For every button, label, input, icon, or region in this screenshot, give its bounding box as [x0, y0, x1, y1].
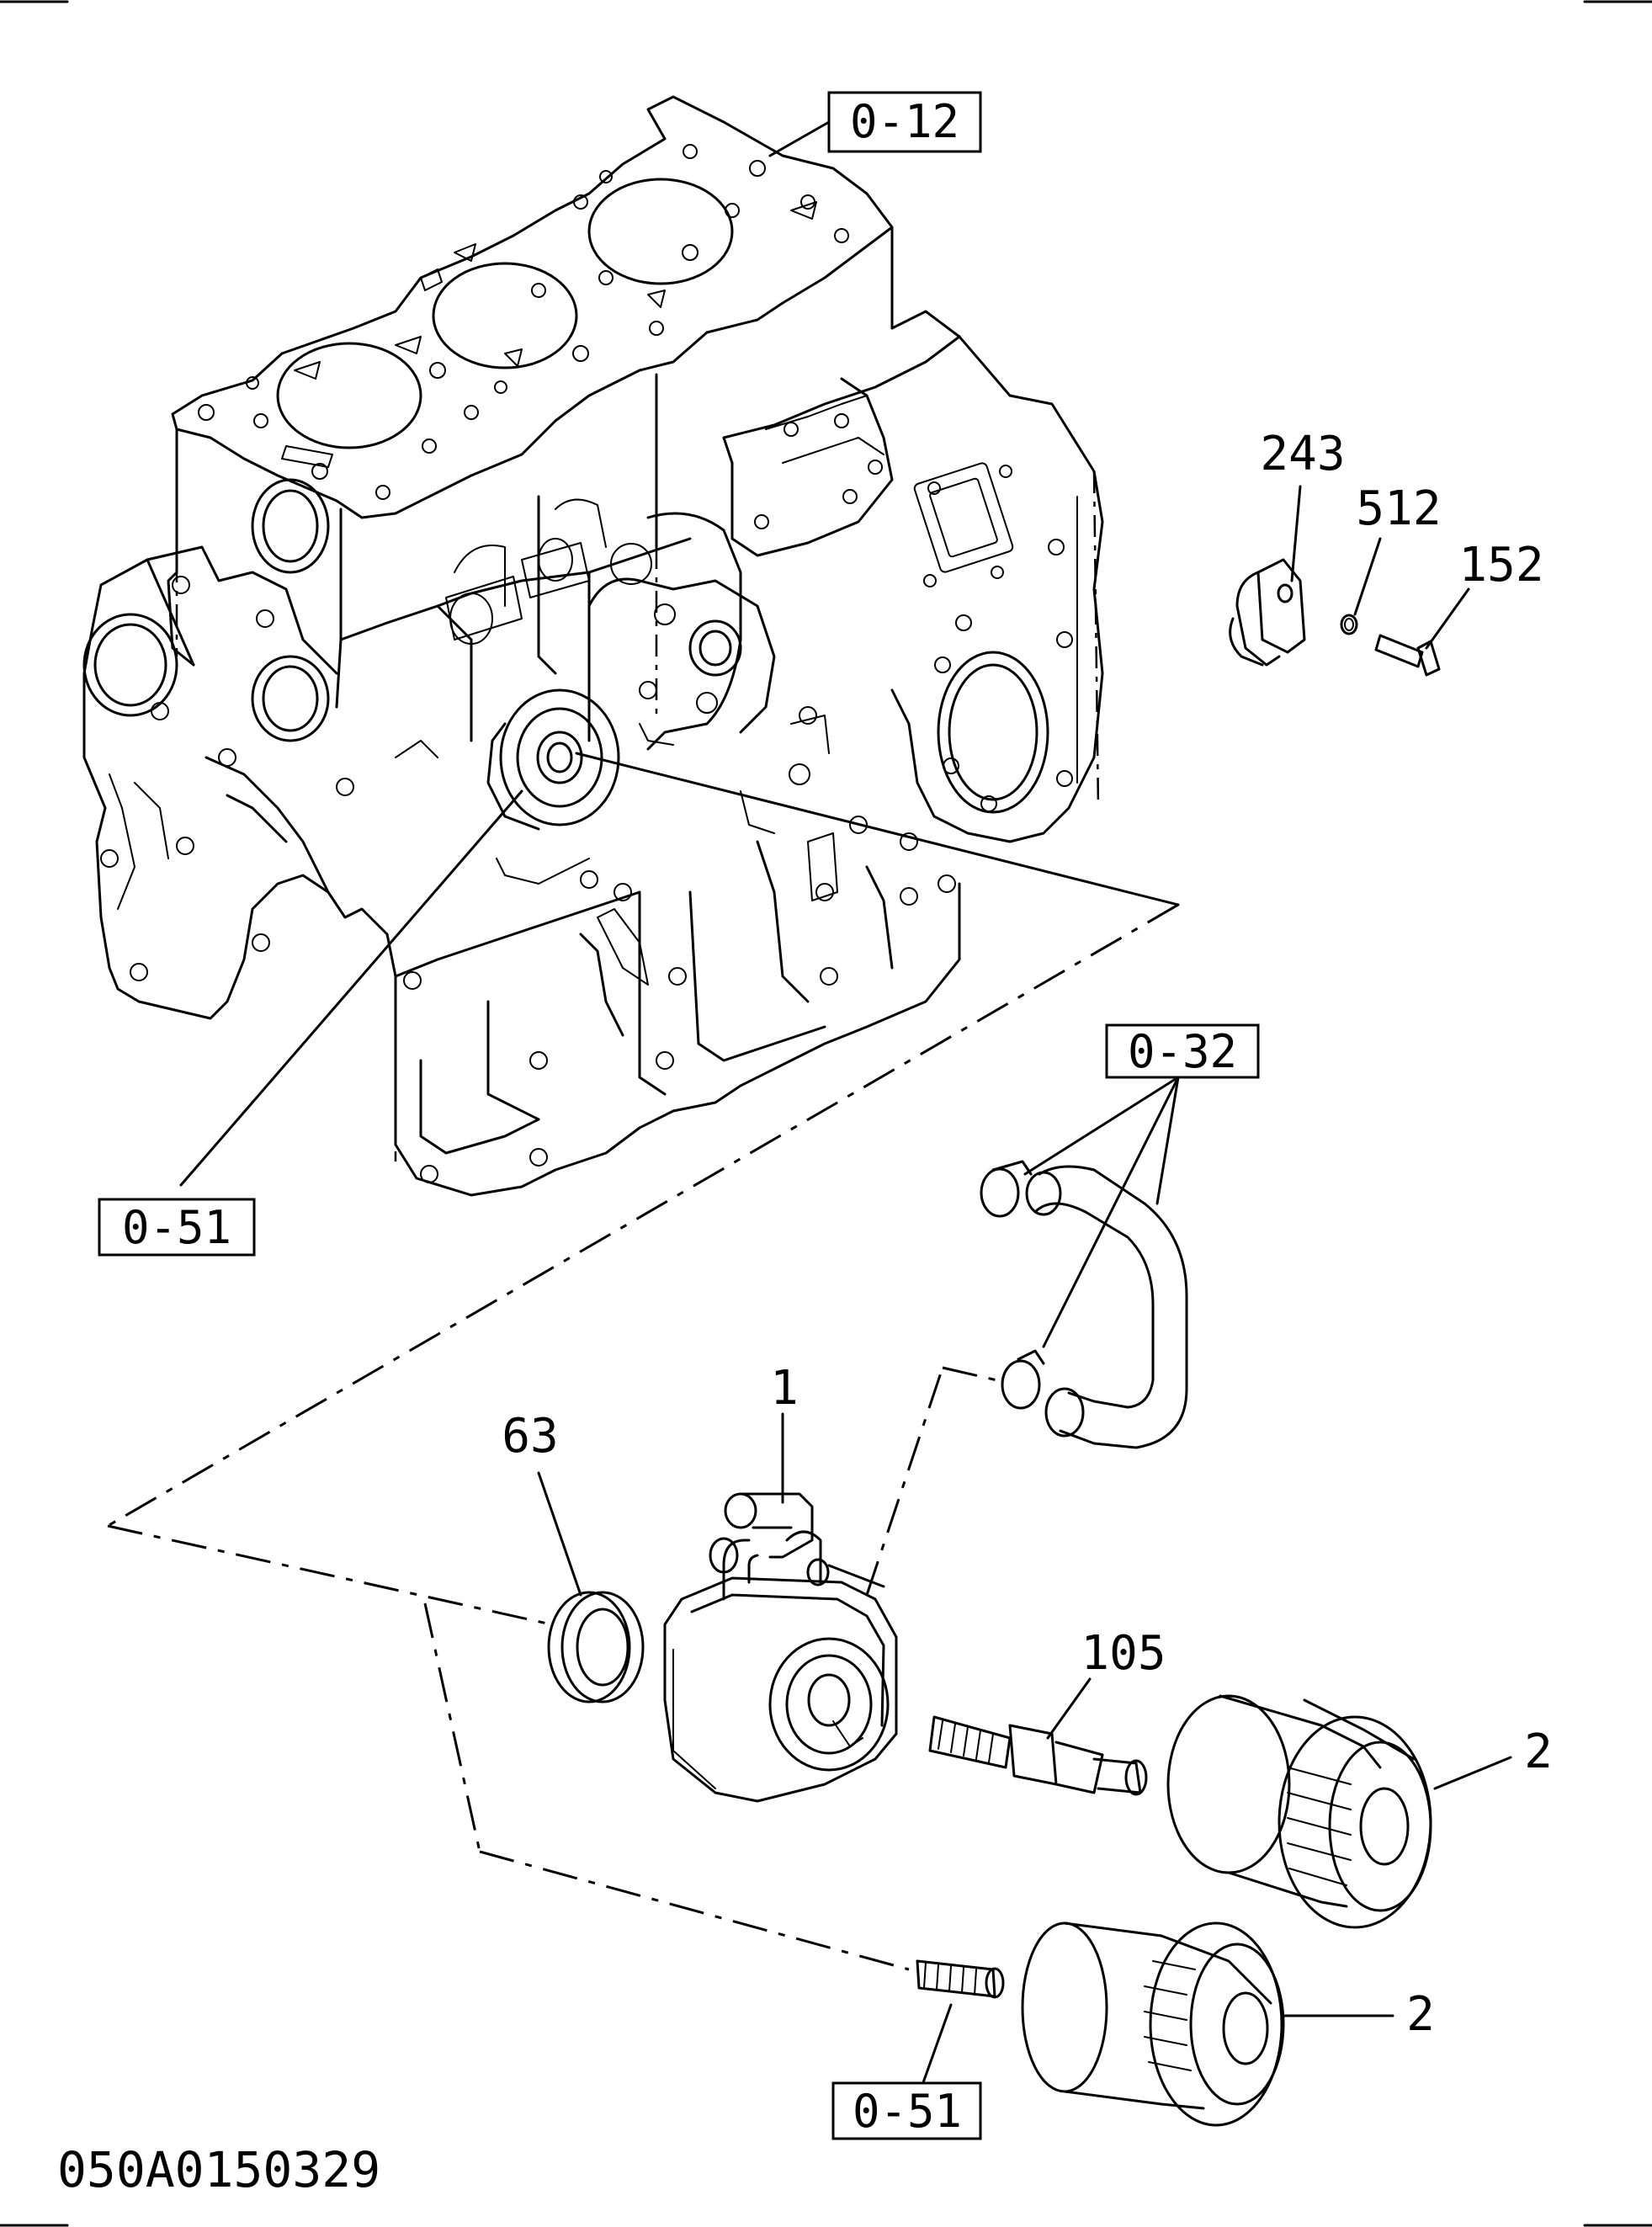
ref-label-0-12: 0-12: [850, 95, 959, 148]
oil-filter-upper-illustration: [1166, 1694, 1432, 1929]
ref-box-0-51-element[interactable]: 0-51: [831, 2081, 982, 2140]
callout-105[interactable]: 105: [1081, 1626, 1166, 1681]
ref-box-0-51-block[interactable]: 0-51: [98, 1198, 256, 1257]
o-ring-illustration: [547, 1591, 645, 1703]
engine-block-illustration: [82, 95, 1104, 1197]
callout-2-upper[interactable]: 2: [1524, 1725, 1553, 1779]
leader-0-12: [768, 120, 831, 157]
callout-243[interactable]: 243: [1260, 427, 1345, 481]
ref-box-0-12[interactable]: 0-12: [827, 91, 982, 153]
callout-63[interactable]: 63: [502, 1409, 558, 1464]
ref-box-0-32[interactable]: 0-32: [1105, 1023, 1260, 1079]
callout-2-lower[interactable]: 2: [1406, 1987, 1435, 2042]
ref-label-0-51-block: 0-51: [122, 1201, 231, 1254]
ref-label-0-32: 0-32: [1128, 1025, 1237, 1078]
connector-illustration: [928, 1715, 1148, 1796]
clip-assembly-illustration: [1229, 558, 1441, 677]
callout-152[interactable]: 152: [1458, 538, 1543, 593]
ref-label-0-51-element: 0-51: [853, 2085, 962, 2138]
oil-filter-lower-illustration: [916, 1921, 1285, 2127]
leader-lines: [107, 485, 1512, 2089]
hose-illustration: [980, 1160, 1188, 1449]
oil-cooler-illustration: [663, 1492, 898, 1803]
callout-512[interactable]: 512: [1356, 481, 1441, 536]
callout-1[interactable]: 1: [770, 1361, 799, 1416]
drawing-number: 050A0150329: [57, 2141, 380, 2198]
